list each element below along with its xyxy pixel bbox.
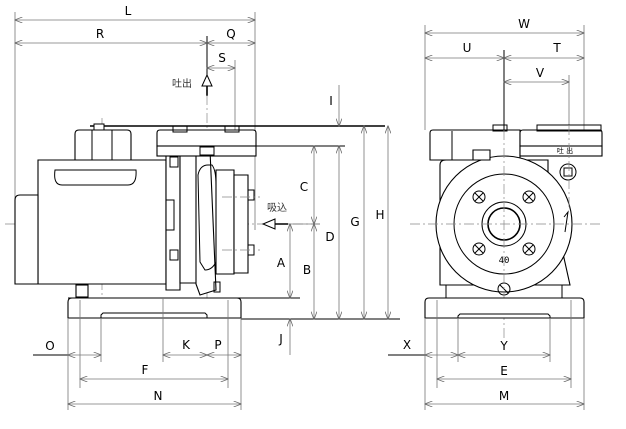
dim-label-X: X (403, 338, 411, 352)
dim-label-U: U (463, 41, 472, 55)
dim-label-F: F (142, 363, 149, 377)
dim-label-W: W (518, 17, 530, 31)
dim-label-Q: Q (226, 27, 235, 41)
dim-label-K: K (182, 338, 191, 352)
dim-label-L: L (125, 4, 132, 18)
dim-label-N: N (154, 389, 163, 403)
dim-label-A: A (277, 256, 286, 270)
flange-discharge-label: 吐 出 (557, 146, 573, 155)
bolt-hole-icon (472, 190, 536, 256)
front-view: W U T V 吐 出 40 (388, 17, 603, 410)
discharge-label: 吐出 (172, 77, 192, 90)
dim-label-G: G (350, 215, 359, 229)
dim-label-Y: Y (499, 339, 508, 353)
dim-label-B: B (303, 263, 311, 277)
dim-label-D: D (325, 230, 334, 244)
discharge-arrow-icon (201, 73, 213, 96)
dim-label-V: V (536, 66, 545, 80)
dim-label-E: E (500, 364, 508, 378)
dim-label-H: H (375, 208, 384, 222)
dim-label-M: M (499, 389, 509, 403)
dim-label-T: T (552, 41, 561, 55)
dim-label-S: S (218, 51, 226, 65)
dim-label-C: C (300, 180, 308, 194)
suction-arrow-icon (261, 218, 288, 230)
dim-label-P: P (214, 338, 221, 352)
dim-label-I: I (329, 94, 333, 108)
suction-label: 吸込 (267, 202, 287, 214)
dim-label-R: R (96, 27, 104, 41)
dim-label-J: J (278, 332, 283, 346)
dim-label-O: O (45, 339, 54, 353)
side-view: L R Q S 吐出 (5, 4, 400, 410)
